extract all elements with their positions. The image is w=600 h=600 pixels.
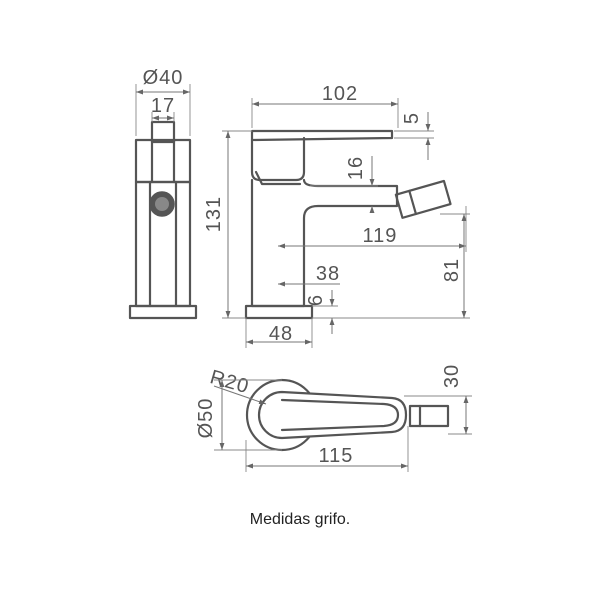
top-view-body — [245, 378, 450, 452]
dim-label-lever-thickness: 5 — [401, 112, 423, 124]
dim-spout-height: 81 — [312, 213, 470, 319]
dim-base-width: 48 — [245, 318, 313, 348]
dim-handle-width: 17 — [151, 95, 175, 122]
dim-outlet-height: 30 — [404, 364, 472, 435]
side-view: Ø40 17 — [128, 67, 198, 320]
front-view: 102 5 16 131 119 — [203, 83, 470, 348]
top-view: R20 Ø50 30 115 — [195, 364, 472, 472]
dim-label-top-body-diameter: Ø50 — [195, 398, 217, 439]
dim-label-outlet-height: 30 — [441, 364, 463, 388]
dim-label-body-diameter: Ø40 — [143, 67, 184, 89]
front-view-body — [244, 129, 452, 320]
dim-label-total-height: 131 — [203, 196, 225, 232]
dim-label-spout-reach: 119 — [363, 225, 398, 247]
dim-label-lever-radius: R20 — [208, 366, 252, 398]
side-view-body — [128, 120, 198, 320]
dim-body-diameter: Ø40 — [135, 67, 191, 136]
dim-label-handle-width: 17 — [151, 95, 175, 117]
dim-top-body-diameter: Ø50 — [195, 379, 282, 451]
dim-label-spout-height: 81 — [441, 258, 463, 282]
drawing-caption: Medidas grifo. — [249, 511, 351, 528]
dim-total-height: 131 — [203, 130, 252, 319]
dim-label-top-total-length: 115 — [319, 445, 354, 467]
dim-label-total-length: 102 — [322, 83, 358, 105]
dim-base-thickness: 6 — [305, 290, 338, 334]
dim-total-length: 102 — [251, 83, 399, 128]
dim-top-total-length: 115 — [245, 426, 409, 472]
dim-base-to-outlet: 38 — [278, 263, 340, 287]
dim-lever-thickness: 5 — [394, 112, 434, 160]
dim-label-lever-to-spout: 16 — [345, 156, 367, 180]
dim-label-base-thickness: 6 — [305, 294, 327, 306]
dim-label-base-width: 48 — [269, 323, 293, 345]
dim-spout-reach: 119 — [278, 206, 467, 252]
dim-lever-to-spout: 16 — [310, 156, 378, 213]
dim-label-base-to-outlet: 38 — [316, 263, 340, 285]
